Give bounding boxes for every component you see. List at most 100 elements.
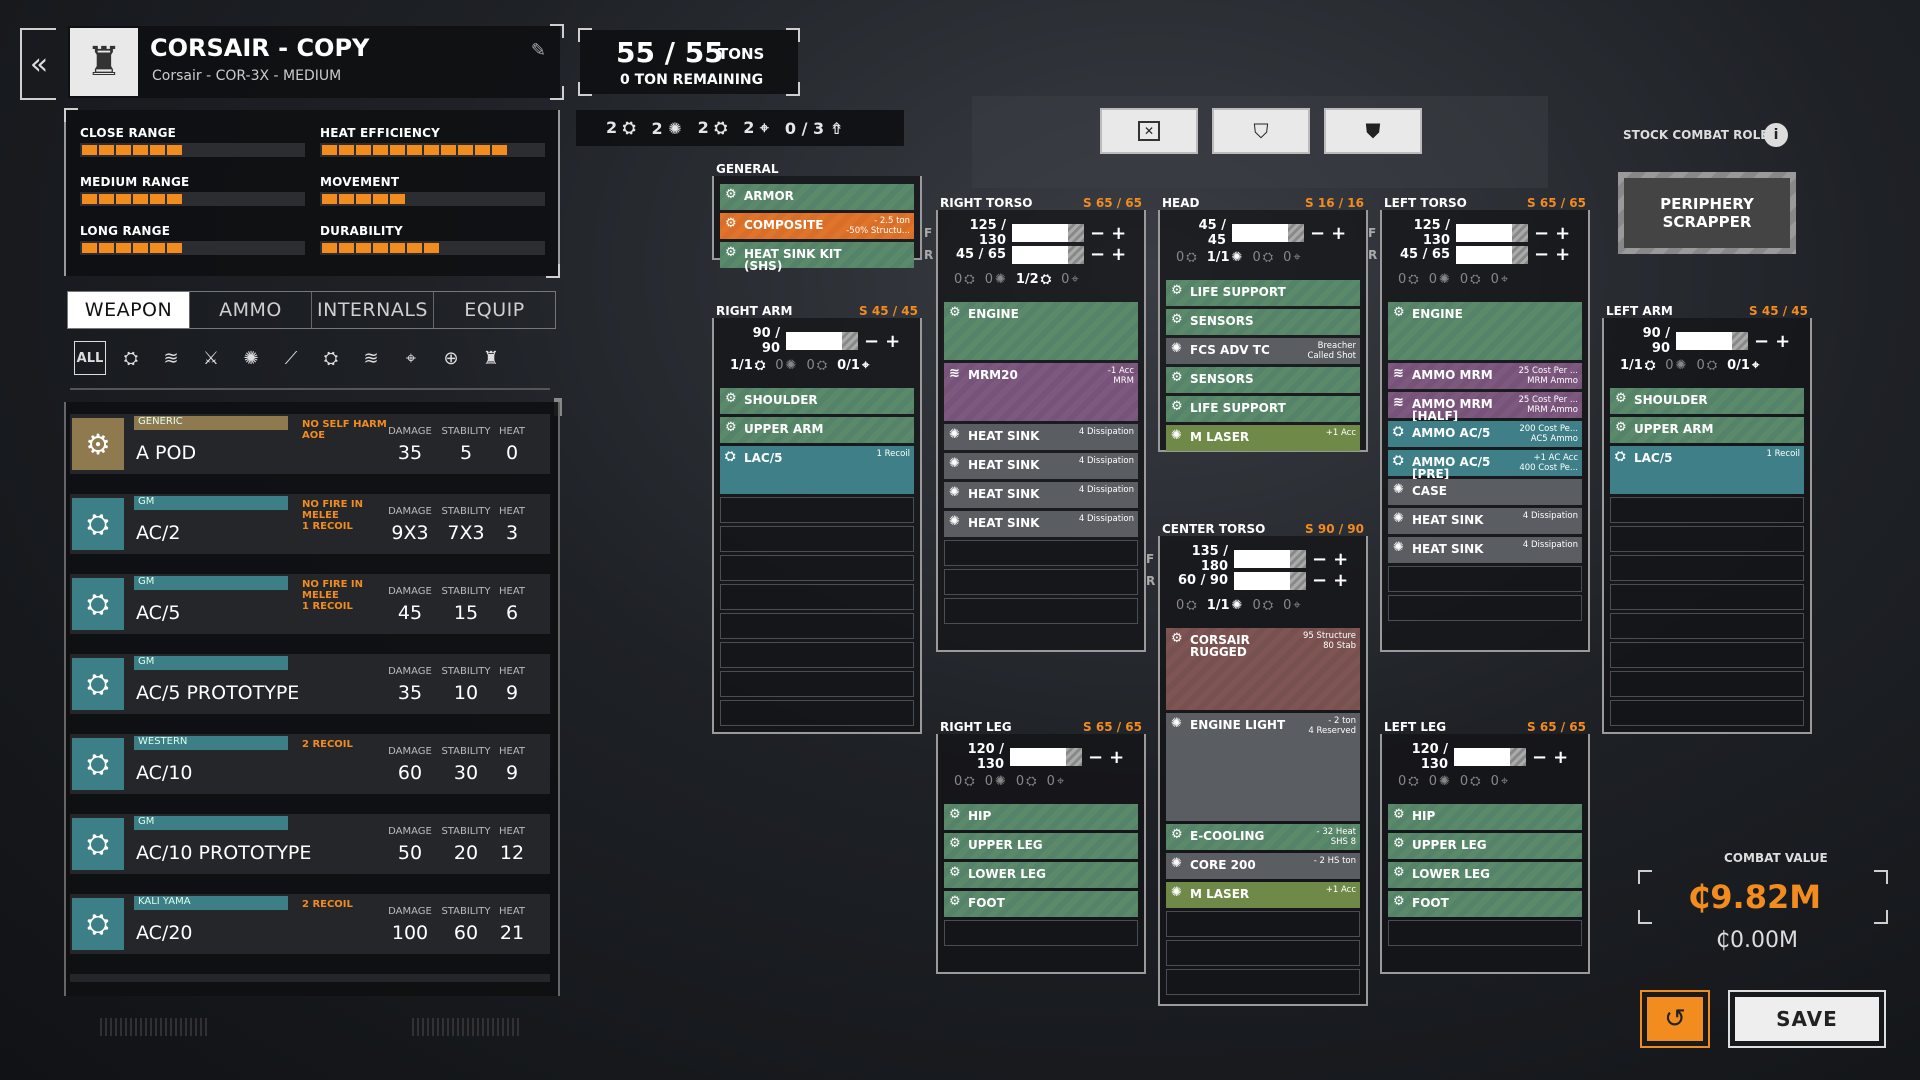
slot-item[interactable]: ⚙HEAT SINK KIT (SHS) (720, 242, 914, 272)
weapon-row[interactable] (70, 974, 550, 982)
empty-slot[interactable] (720, 700, 914, 726)
tab-equip[interactable]: EQUIP (464, 299, 525, 321)
slot-item[interactable]: ✺M LASER+1 Acc (1166, 882, 1360, 908)
empty-slot[interactable] (720, 671, 914, 697)
tab-weapon[interactable]: WEAPON (68, 292, 190, 328)
empty-slot[interactable] (1610, 700, 1804, 726)
slot-item[interactable]: ⚙LOWER LEG (1388, 862, 1582, 888)
increase-armor-button[interactable]: + (1333, 548, 1349, 570)
empty-slot[interactable] (1610, 497, 1804, 523)
max-armor-button[interactable]: ⛊ (1324, 108, 1422, 154)
slot-item[interactable]: ⚙ARMOR (720, 184, 914, 210)
slot-item[interactable]: ⚙E-COOLING- 32 Heat SHS 8 (1166, 824, 1360, 850)
info-icon[interactable]: i (1764, 123, 1788, 147)
increase-armor-button[interactable]: + (885, 330, 901, 352)
slot-item[interactable]: ⚙ENGINE (944, 302, 1138, 360)
filter-target-icon[interactable]: ⊕ (443, 347, 459, 369)
empty-slot[interactable] (1610, 526, 1804, 552)
filter-mech-icon[interactable]: ♜ (482, 347, 500, 369)
slot-item[interactable]: ⚙SHOULDER (1610, 388, 1804, 414)
save-button[interactable]: SAVE (1728, 990, 1886, 1048)
increase-armor-button[interactable]: + (1555, 244, 1571, 265)
slot-item[interactable]: ⚙LOWER LEG (944, 862, 1138, 888)
empty-slot[interactable] (720, 555, 914, 581)
empty-slot[interactable] (1610, 613, 1804, 639)
increase-armor-button[interactable]: + (1553, 746, 1569, 768)
empty-slot[interactable] (1388, 920, 1582, 946)
empty-slot[interactable] (720, 584, 914, 610)
empty-slot[interactable] (1166, 940, 1360, 966)
slot-item[interactable]: ⚙FOOT (1388, 891, 1582, 917)
filter-ballistic-icon[interactable]: ⛭ (323, 347, 339, 369)
filter-missile-icon[interactable]: ≋ (163, 347, 179, 369)
slot-item[interactable]: ⚙ENGINE (1388, 302, 1582, 360)
decrease-armor-button[interactable]: − (1534, 222, 1550, 244)
decrease-armor-button[interactable]: − (1310, 222, 1326, 244)
increase-armor-button[interactable]: + (1555, 222, 1571, 244)
filter-support-icon[interactable]: ⌖ (405, 347, 417, 369)
decrease-armor-button[interactable]: − (1534, 244, 1550, 265)
increase-armor-button[interactable]: + (1331, 222, 1347, 244)
slot-item[interactable]: ⚙UPPER LEG (1388, 833, 1582, 859)
empty-slot[interactable] (944, 920, 1138, 946)
increase-armor-button[interactable]: + (1109, 746, 1125, 768)
slot-item[interactable]: ≋AMMO MRM [HALF]25 Cost Per ... MRM Ammo (1388, 392, 1582, 422)
slot-item[interactable]: ⚙LIFE SUPPORT (1166, 280, 1360, 306)
slot-item[interactable]: ⚙HIP (1388, 804, 1582, 830)
decrease-armor-button[interactable]: − (1754, 330, 1770, 352)
decrease-armor-button[interactable]: − (1088, 746, 1104, 768)
empty-slot[interactable] (1610, 642, 1804, 668)
slot-item[interactable]: ≋MRM20-1 Acc MRM (944, 363, 1138, 421)
empty-slot[interactable] (1166, 911, 1360, 937)
slot-item[interactable]: ⚙UPPER ARM (720, 417, 914, 443)
empty-slot[interactable] (1610, 584, 1804, 610)
filter-ballistic-icon[interactable]: ⛭ (123, 347, 139, 369)
decrease-armor-button[interactable]: − (1312, 548, 1328, 570)
slot-item[interactable]: ✺M LASER+1 Acc (1166, 425, 1360, 451)
tab-ammo[interactable]: AMMO (190, 292, 312, 328)
slot-item[interactable]: ⚙LIFE SUPPORT (1166, 396, 1360, 422)
filter-missile-icon[interactable]: ≋ (363, 347, 379, 369)
increase-armor-button[interactable]: + (1111, 222, 1127, 244)
empty-slot[interactable] (1610, 671, 1804, 697)
empty-slot[interactable] (944, 540, 1138, 566)
edit-icon[interactable]: ✎ (530, 40, 546, 61)
strip-equipment-button[interactable]: ⛉ (1212, 108, 1310, 154)
empty-slot[interactable] (1388, 595, 1582, 621)
decrease-armor-button[interactable]: − (1090, 222, 1106, 244)
slot-item[interactable]: ✺CASE (1388, 479, 1582, 505)
slot-item[interactable]: ⚙UPPER ARM (1610, 417, 1804, 443)
slot-item[interactable]: ⚙HIP (944, 804, 1138, 830)
increase-armor-button[interactable]: + (1111, 244, 1127, 265)
slot-item[interactable]: ✺ENGINE LIGHT- 2 ton 4 Reserved (1166, 713, 1360, 821)
slot-item[interactable]: ⚙SHOULDER (720, 388, 914, 414)
decrease-armor-button[interactable]: − (1532, 746, 1548, 768)
empty-slot[interactable] (1166, 969, 1360, 995)
empty-slot[interactable] (720, 642, 914, 668)
empty-slot[interactable] (944, 569, 1138, 595)
decrease-armor-button[interactable]: − (1312, 570, 1328, 591)
filter-all[interactable]: ALL (74, 341, 106, 375)
slot-item[interactable]: ⚙FOOT (944, 891, 1138, 917)
slot-item[interactable]: ✺CORE 200- 2 HS ton (1166, 853, 1360, 879)
back-button[interactable]: « (20, 28, 56, 100)
slot-item[interactable]: ⚙COMPOSITE- 2.5 ton -50% Structu... (720, 213, 914, 239)
increase-armor-button[interactable]: + (1333, 570, 1349, 591)
